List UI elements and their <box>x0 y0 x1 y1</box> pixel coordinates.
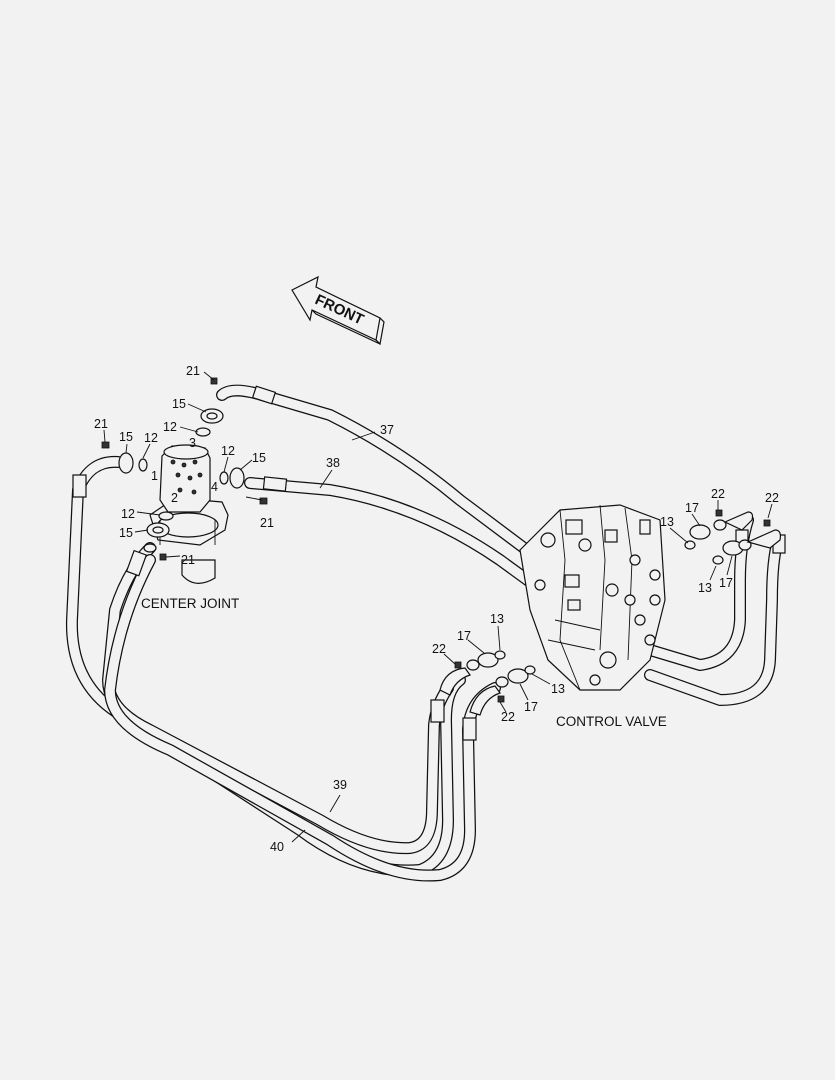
callout-label: 15 <box>252 451 266 465</box>
front-direction-arrow: FRONT <box>291 275 385 346</box>
callout-label: 3 <box>189 436 196 450</box>
callout-label: 4 <box>211 480 218 494</box>
callout-label: 38 <box>326 456 340 470</box>
callout-label: 21 <box>94 417 108 431</box>
hose-37 <box>216 384 546 566</box>
callout-label: 21 <box>186 364 200 378</box>
control-valve-caption: CONTROL VALVE <box>556 714 667 729</box>
callout-label: 12 <box>121 507 135 521</box>
callout-label: 13 <box>660 515 674 529</box>
callout-label: 13 <box>490 612 504 626</box>
callout-label: 2 <box>171 491 178 505</box>
callout-label: 12 <box>221 444 235 458</box>
callout-label: 1 <box>151 469 158 483</box>
hoses <box>65 384 786 882</box>
leader-lines <box>103 371 773 843</box>
callout-label: 15 <box>119 526 133 540</box>
callout-labels: 21 15 12 3 21 15 12 1 2 12 15 4 21 12 15… <box>94 364 779 854</box>
callout-label: 17 <box>457 629 471 643</box>
callout-label: 40 <box>270 840 284 854</box>
callout-label: 39 <box>333 778 347 792</box>
callout-label: 22 <box>501 710 515 724</box>
callout-label: 17 <box>524 700 538 714</box>
center-joint-caption: CENTER JOINT <box>141 596 239 611</box>
callout-label: 21 <box>181 553 195 567</box>
callout-label: 13 <box>698 581 712 595</box>
callout-label: 22 <box>711 487 725 501</box>
control-valve-fittings <box>439 509 782 716</box>
callout-label: 13 <box>551 682 565 696</box>
center-joint-fittings <box>101 377 268 561</box>
callout-label: 17 <box>719 576 733 590</box>
callout-label: 17 <box>685 501 699 515</box>
callout-label: 12 <box>144 431 158 445</box>
callout-label: 12 <box>163 420 177 434</box>
callout-label: 37 <box>380 423 394 437</box>
callout-label: 15 <box>119 430 133 444</box>
center-joint <box>149 444 229 584</box>
callout-label: 22 <box>765 491 779 505</box>
callout-label: 21 <box>260 516 274 530</box>
callout-label: 22 <box>432 642 446 656</box>
callout-label: 15 <box>172 397 186 411</box>
control-valve <box>519 504 666 691</box>
